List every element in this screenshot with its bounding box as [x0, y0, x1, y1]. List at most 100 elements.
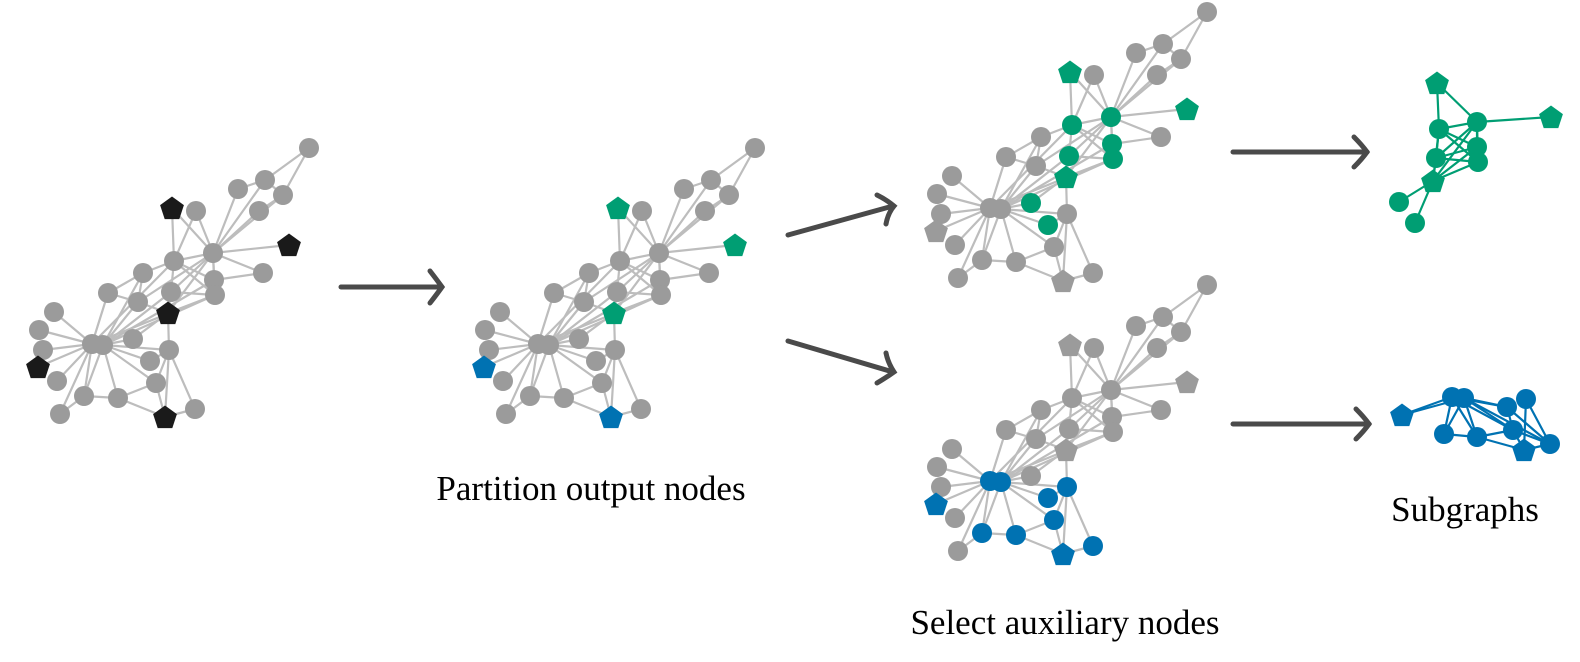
- output-node-pentagon: [1058, 60, 1082, 84]
- output-node-pentagon: [1421, 169, 1445, 193]
- node-circle: [146, 373, 166, 393]
- edge: [1061, 212, 1069, 283]
- node-circle: [140, 351, 160, 371]
- node-circle: [205, 285, 225, 305]
- edge: [536, 293, 663, 346]
- node-circle: [927, 457, 947, 477]
- edge: [1109, 51, 1138, 119]
- edge: [58, 342, 94, 416]
- output-node-pentagon: [602, 301, 626, 325]
- node-circle: [1153, 34, 1173, 54]
- node-circle: [1102, 407, 1122, 427]
- node-circle: [554, 388, 574, 408]
- node-circle: [650, 270, 670, 290]
- partitioned-graph: [472, 138, 765, 429]
- node-circle: [1062, 388, 1082, 408]
- node-circle: [93, 335, 113, 355]
- node-circle: [1083, 536, 1103, 556]
- node-circle: [945, 508, 965, 528]
- edge: [1462, 396, 1552, 446]
- nodes: [924, 2, 1217, 293]
- node-circle: [607, 282, 627, 302]
- output-node-pentagon: [26, 355, 50, 379]
- node-circle: [701, 170, 721, 190]
- node-circle: [228, 179, 248, 199]
- node-circle: [1197, 2, 1217, 22]
- node-circle: [632, 201, 652, 221]
- edge: [657, 193, 731, 255]
- node-circle: [579, 263, 599, 283]
- node-circle: [991, 199, 1011, 219]
- arrow-input-to-partition: [338, 268, 446, 306]
- edge: [211, 187, 240, 255]
- node-circle: [1467, 112, 1487, 132]
- edge: [1475, 115, 1553, 124]
- output-node-pentagon: [1054, 165, 1078, 189]
- node-circle: [569, 329, 589, 349]
- edge: [657, 178, 713, 255]
- node-circle: [253, 263, 273, 283]
- node-circle: [1038, 488, 1058, 508]
- edge: [657, 243, 737, 255]
- node-circle: [108, 388, 128, 408]
- label-auxiliary: Select auxiliary nodes: [910, 603, 1219, 642]
- node-circle: [1083, 263, 1103, 283]
- node-circle: [273, 185, 293, 205]
- node-circle: [1468, 152, 1488, 172]
- node-circle: [991, 472, 1011, 492]
- node-circle: [649, 243, 669, 263]
- node-circle: [1151, 400, 1171, 420]
- node-circle: [574, 292, 594, 312]
- node-circle: [1084, 65, 1104, 85]
- edge: [999, 408, 1043, 484]
- edge: [1065, 212, 1095, 275]
- node-circle: [299, 138, 319, 158]
- node-circle: [1153, 307, 1173, 327]
- node-circle: [255, 170, 275, 190]
- edge: [956, 479, 992, 553]
- output-node-pentagon: [153, 405, 177, 429]
- auxiliary-graph-a: [924, 2, 1217, 293]
- node-circle: [927, 184, 947, 204]
- subgraph-b: [1390, 387, 1560, 462]
- subgraph-a: [1389, 71, 1563, 233]
- arrow-partition-to-aux-a: [785, 192, 898, 238]
- output-node-pentagon: [156, 301, 180, 325]
- node-circle: [1389, 192, 1409, 212]
- node-circle: [1467, 137, 1487, 157]
- node-circle: [651, 285, 671, 305]
- nodes: [472, 138, 765, 429]
- arrow-aux-a-to-subgraph: [1230, 134, 1371, 170]
- node-circle: [123, 329, 143, 349]
- node-circle: [972, 523, 992, 543]
- node-circle: [948, 268, 968, 288]
- node-circle: [44, 302, 64, 322]
- nodes: [1390, 387, 1560, 462]
- output-node-pentagon: [1058, 333, 1082, 357]
- nodes: [26, 138, 319, 429]
- node-circle: [931, 204, 951, 224]
- node-circle: [1171, 49, 1191, 69]
- node-circle: [249, 201, 269, 221]
- node-circle: [1429, 119, 1449, 139]
- edge: [1109, 57, 1183, 119]
- output-node-pentagon: [924, 219, 948, 243]
- node-circle: [592, 373, 612, 393]
- node-circle: [1006, 252, 1026, 272]
- node-circle: [98, 283, 118, 303]
- node-circle: [186, 201, 206, 221]
- node-circle: [490, 302, 510, 322]
- node-circle: [1038, 215, 1058, 235]
- edge: [211, 178, 267, 255]
- node-circle: [1026, 156, 1046, 176]
- node-circle: [1171, 322, 1191, 342]
- edge: [1065, 485, 1095, 548]
- edge: [163, 348, 171, 419]
- node-circle: [695, 201, 715, 221]
- node-circle: [1057, 477, 1077, 497]
- node-circle: [1426, 148, 1446, 168]
- edge: [1109, 330, 1183, 392]
- edge: [547, 271, 591, 347]
- edge: [999, 207, 1056, 249]
